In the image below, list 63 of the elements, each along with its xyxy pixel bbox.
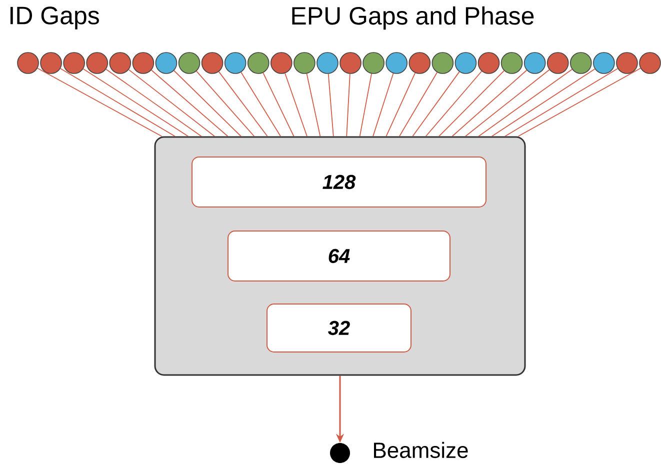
connector-line [196, 70, 255, 137]
input-circle [155, 52, 178, 74]
connector-line [284, 72, 308, 137]
input-circle [224, 52, 246, 74]
input-circle [17, 52, 39, 74]
input-circle [362, 52, 384, 74]
connector-line [106, 68, 202, 137]
heading-label: EPU Gaps and Phase [292, 6, 534, 30]
input-circle [593, 52, 615, 74]
connector-line [491, 68, 596, 137]
input-circle [408, 52, 431, 74]
input-circle [132, 52, 154, 74]
connector-line [128, 69, 215, 137]
input-circle [454, 52, 477, 74]
connector-line [150, 70, 228, 137]
input-circle [639, 52, 661, 74]
value-box: 32 [266, 304, 412, 352]
connector-line [518, 68, 641, 137]
input-circle [386, 52, 408, 74]
connector-line [328, 73, 334, 137]
output-label: Beamsize [374, 442, 468, 458]
connector-line [504, 68, 618, 137]
connector-line [346, 73, 350, 137]
input-circle [201, 52, 224, 74]
input-circle [247, 52, 270, 74]
connector-line [37, 68, 162, 137]
output-dot [330, 443, 350, 463]
connector-line [240, 72, 282, 137]
connector-line [218, 71, 268, 137]
connector-line [372, 72, 394, 137]
input-circle [40, 52, 62, 74]
value-box: 64 [228, 230, 450, 282]
input-circle [570, 52, 592, 74]
input-circle [340, 52, 362, 74]
input-circle [316, 52, 338, 74]
input-circle [294, 52, 316, 74]
value-box: 128 [192, 156, 486, 208]
input-circle [616, 52, 638, 74]
input-circle [546, 52, 569, 74]
input-circle [478, 52, 500, 74]
heading-label: ID Gaps [10, 6, 99, 30]
input-circle [270, 52, 292, 74]
input-circle [178, 52, 200, 74]
connector-line [425, 70, 482, 137]
input-circle [432, 52, 454, 74]
input-circle [63, 52, 85, 74]
input-circle [524, 52, 546, 74]
connector-line [60, 68, 176, 137]
connector-line [82, 68, 189, 137]
input-circle [109, 52, 132, 74]
connector-line [262, 72, 294, 137]
input-circle [86, 52, 108, 74]
connector-line [174, 70, 242, 137]
connector-line [386, 72, 416, 137]
connector-line [399, 72, 438, 137]
connector-line [359, 73, 372, 137]
connector-line [478, 68, 572, 137]
connector-line [438, 70, 505, 137]
connector-line [465, 69, 550, 137]
connector-line [452, 70, 528, 137]
input-circle [500, 52, 523, 74]
connector-line [412, 71, 460, 137]
connector-line [306, 73, 321, 137]
